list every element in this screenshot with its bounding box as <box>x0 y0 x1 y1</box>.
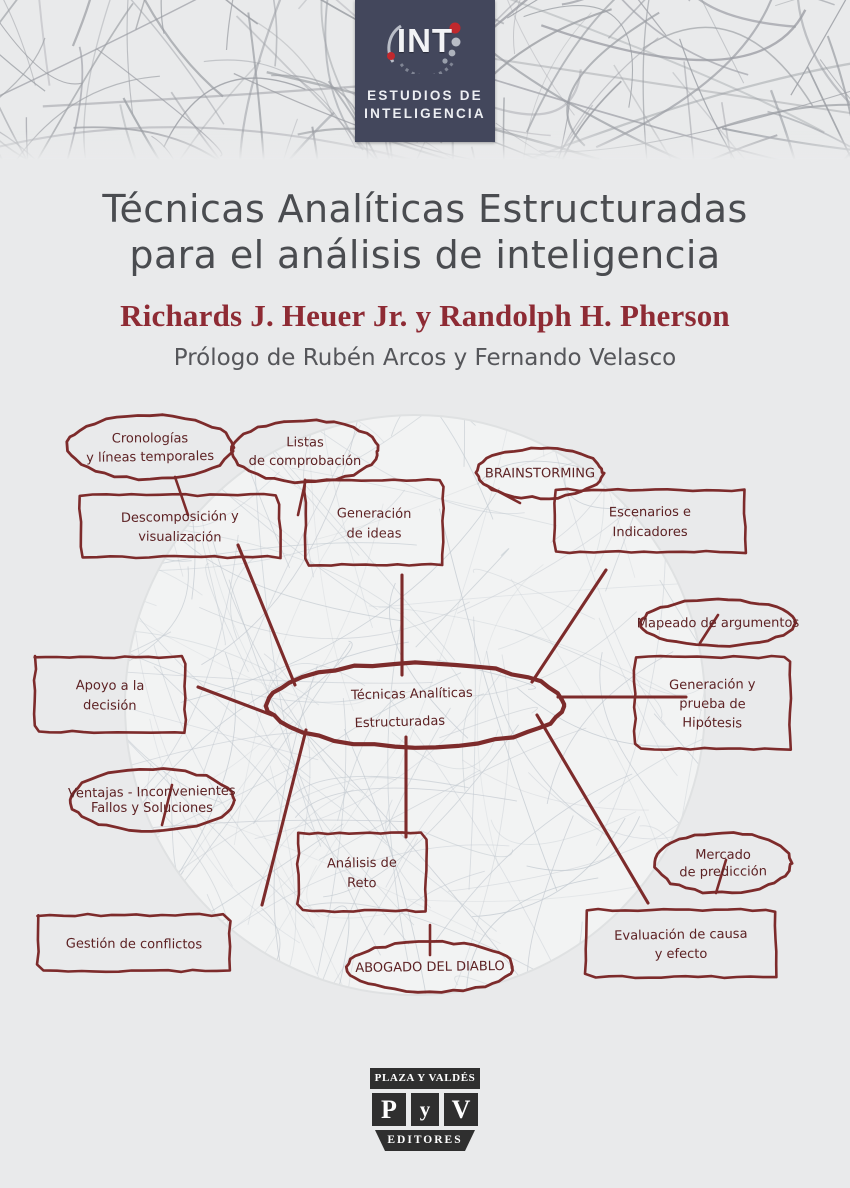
node-label: Evaluación de causa <box>614 927 747 944</box>
diagram-node-generacion-ideas: Generación de ideas <box>303 478 445 567</box>
node-outline <box>78 492 282 560</box>
node-label: Cronologías <box>112 431 189 446</box>
node-label: Generación <box>337 506 412 522</box>
diagram-node-listas: Listas de comprobación <box>229 418 380 485</box>
diagram-node-brainstorming: BRAINSTORMING <box>474 446 606 501</box>
page-title: Técnicas Analíticas Estructuradas para e… <box>0 186 850 278</box>
int-subtitle-line1: ESTUDIOS DE <box>367 88 483 103</box>
node-label: Indicadores <box>612 525 687 540</box>
publisher-name-bottom: EDITORES <box>375 1130 475 1151</box>
node-outline <box>653 831 794 895</box>
diagram-node-causa-efecto: Evaluación de causa y efecto <box>583 907 778 980</box>
node-outline <box>35 912 232 974</box>
node-label: Mapeado de argumentos <box>637 616 800 632</box>
mind-map-diagram: Cronologías y líneas temporales Listas de c… <box>0 385 850 1050</box>
diagram-node-analisis-reto: Análisis de Reto <box>295 831 429 914</box>
node-label: Escenarios e <box>609 505 691 521</box>
node-outline <box>639 597 798 648</box>
node-label: Análisis de <box>327 856 397 872</box>
node-label: y líneas temporales <box>86 449 214 466</box>
authors-line: Richards J. Heuer Jr. y Randolph H. Pher… <box>120 298 730 333</box>
center-node-label: Técnicas Analíticas <box>350 686 473 704</box>
title-line-2: para el análisis de inteligencia <box>129 233 721 277</box>
node-label: de ideas <box>346 526 401 541</box>
node-label: Descomposición y <box>121 509 239 526</box>
node-outline <box>65 413 236 482</box>
publisher-name-top: PLAZA Y VALDÉS <box>370 1068 480 1089</box>
node-label: Ventajas - Inconvenientes <box>68 784 236 802</box>
diagram-node-apoyo-decision: Apoyo a la decisión <box>32 654 188 735</box>
node-outline <box>583 907 778 980</box>
node-outline <box>68 767 236 833</box>
node-label: Hipótesis <box>682 716 742 732</box>
node-label: visualización <box>138 530 221 546</box>
node-label: Listas <box>286 435 324 450</box>
node-outline <box>229 418 380 485</box>
node-label: Reto <box>347 876 377 891</box>
halo-circle <box>125 415 705 995</box>
int-subtitle-line2: INTELIGENCIA <box>364 106 486 121</box>
node-outline <box>344 939 514 994</box>
int-dotted-arc-icon <box>387 22 461 74</box>
node-outline <box>474 446 606 501</box>
prologue-line: Prólogo de Rubén Arcos y Fernando Velasc… <box>173 345 677 371</box>
node-outline <box>32 654 188 735</box>
diagram-node-gestion-conflictos: Gestión de conflictos <box>35 912 232 974</box>
publisher-logo: PLAZA Y VALDÉS P y V EDITORES <box>364 1068 486 1160</box>
node-label: Mercado <box>695 848 751 863</box>
node-outline <box>552 487 748 555</box>
node-label: Apoyo a la <box>76 678 145 694</box>
publisher-initial-y: y <box>411 1093 439 1126</box>
center-node-outline <box>263 660 567 750</box>
int-wordmark: INT <box>396 22 454 59</box>
node-label: ABOGADO DEL DIABLO <box>355 959 505 976</box>
node-label: BRAINSTORMING <box>485 466 595 481</box>
diagram-node-mapeado: Mapeado de argumentos <box>637 597 800 648</box>
node-label: de comprobación <box>249 454 362 469</box>
node-label: prueba de <box>679 697 746 713</box>
center-node-label: Estructuradas <box>354 714 445 732</box>
diagram-node-abogado-diablo: ABOGADO DEL DIABLO <box>344 939 514 994</box>
diagram-node-descomposicion: Descomposición y visualización <box>78 492 282 560</box>
publisher-initial-v: V <box>444 1093 478 1126</box>
publisher-initials: P y V <box>364 1093 486 1126</box>
node-label: Generación y <box>669 677 756 693</box>
node-label: y efecto <box>655 947 708 962</box>
node-outline <box>632 654 793 751</box>
node-label: Fallos y Soluciones <box>91 801 213 816</box>
node-outline <box>303 478 445 567</box>
int-logo-plaque: INT ESTUDIOS DE INTELIGENCIA <box>355 0 495 142</box>
title-line-1: Técnicas Analíticas Estructuradas <box>102 187 748 231</box>
node-outline <box>295 831 429 914</box>
publisher-initial-p: P <box>372 1093 406 1126</box>
diagram-node-cronologias: Cronologías y líneas temporales <box>65 413 236 482</box>
node-label: Gestión de conflictos <box>66 937 203 953</box>
diagram-node-hipotesis: Generación y prueba de Hipótesis <box>632 654 793 751</box>
connector-lines <box>196 543 688 907</box>
diagram-node-escenarios: Escenarios e Indicadores <box>552 487 748 555</box>
node-label: de predicción <box>679 864 767 880</box>
node-label: decisión <box>83 698 137 714</box>
